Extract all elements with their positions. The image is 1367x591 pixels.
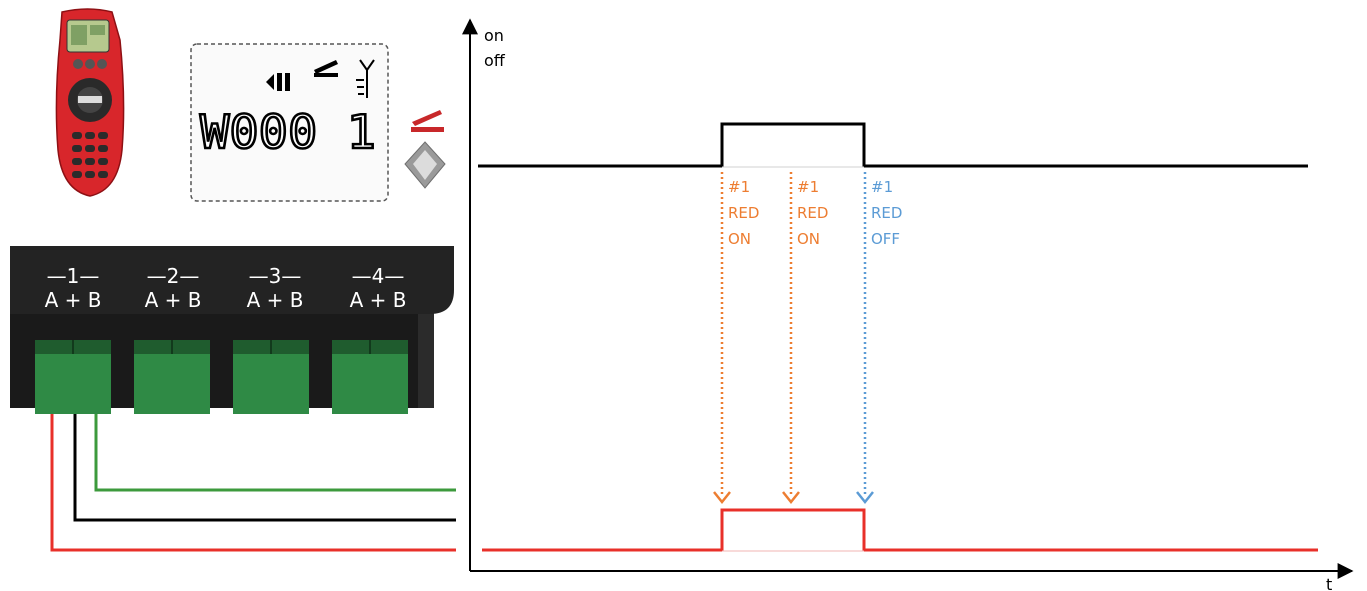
terminal-block-3 bbox=[233, 340, 309, 414]
turnout-diamond-icon bbox=[404, 141, 446, 189]
event-3-line3: OFF bbox=[871, 230, 900, 248]
chart-axes: on off t bbox=[462, 18, 1354, 591]
output-number-1: —1— bbox=[47, 264, 100, 288]
event-3-line1: #1 bbox=[871, 178, 893, 196]
wires bbox=[50, 414, 456, 552]
y-axis-off-label: off bbox=[484, 51, 506, 70]
event-2-line1: #1 bbox=[797, 178, 819, 196]
wire-red bbox=[50, 414, 456, 552]
lcd-display: W000 1 bbox=[190, 43, 389, 202]
antenna-icon bbox=[356, 59, 375, 98]
event-marker-3: #1 RED OFF bbox=[856, 172, 902, 505]
output-number-3: —3— bbox=[249, 264, 302, 288]
wire-green bbox=[94, 414, 456, 492]
terminal-blocks bbox=[35, 340, 408, 414]
event-1-line1: #1 bbox=[728, 178, 750, 196]
event-arrow-3 bbox=[856, 491, 874, 505]
decoder-output-labels: —1— A + B —2— A + B —3— A + B —4— A + B bbox=[45, 264, 407, 312]
y-axis-on-label: on bbox=[484, 26, 504, 45]
event-marker-2: #1 RED ON bbox=[782, 172, 828, 505]
red-turnout-icon bbox=[411, 110, 444, 132]
handheld-remote-icon bbox=[55, 8, 125, 197]
lcd-address-text: W000 1 bbox=[200, 105, 376, 159]
terminal-block-4 bbox=[332, 340, 408, 414]
event-2-line3: ON bbox=[797, 230, 820, 248]
output-terminals-4: A + B bbox=[350, 288, 407, 312]
event-marker-1: #1 RED ON bbox=[713, 172, 759, 505]
output-terminals-1: A + B bbox=[45, 288, 102, 312]
output-terminals-3: A + B bbox=[247, 288, 304, 312]
event-arrow-2 bbox=[782, 491, 800, 505]
output-number-2: —2— bbox=[147, 264, 200, 288]
event-1-line3: ON bbox=[728, 230, 751, 248]
terminal-block-1 bbox=[35, 340, 111, 414]
command-signal-trace bbox=[478, 122, 1308, 168]
output-number-4: —4— bbox=[352, 264, 405, 288]
event-arrow-1 bbox=[713, 491, 731, 505]
direction-icon bbox=[266, 73, 290, 91]
event-3-line2: RED bbox=[871, 204, 902, 222]
event-1-line2: RED bbox=[728, 204, 759, 222]
wire-black bbox=[73, 414, 456, 522]
terminal-block-2 bbox=[134, 340, 210, 414]
x-axis-label: t bbox=[1326, 575, 1332, 591]
turnout-icon bbox=[314, 60, 338, 77]
event-2-line2: RED bbox=[797, 204, 828, 222]
output-signal-trace bbox=[482, 508, 1318, 552]
output-terminals-2: A + B bbox=[145, 288, 202, 312]
